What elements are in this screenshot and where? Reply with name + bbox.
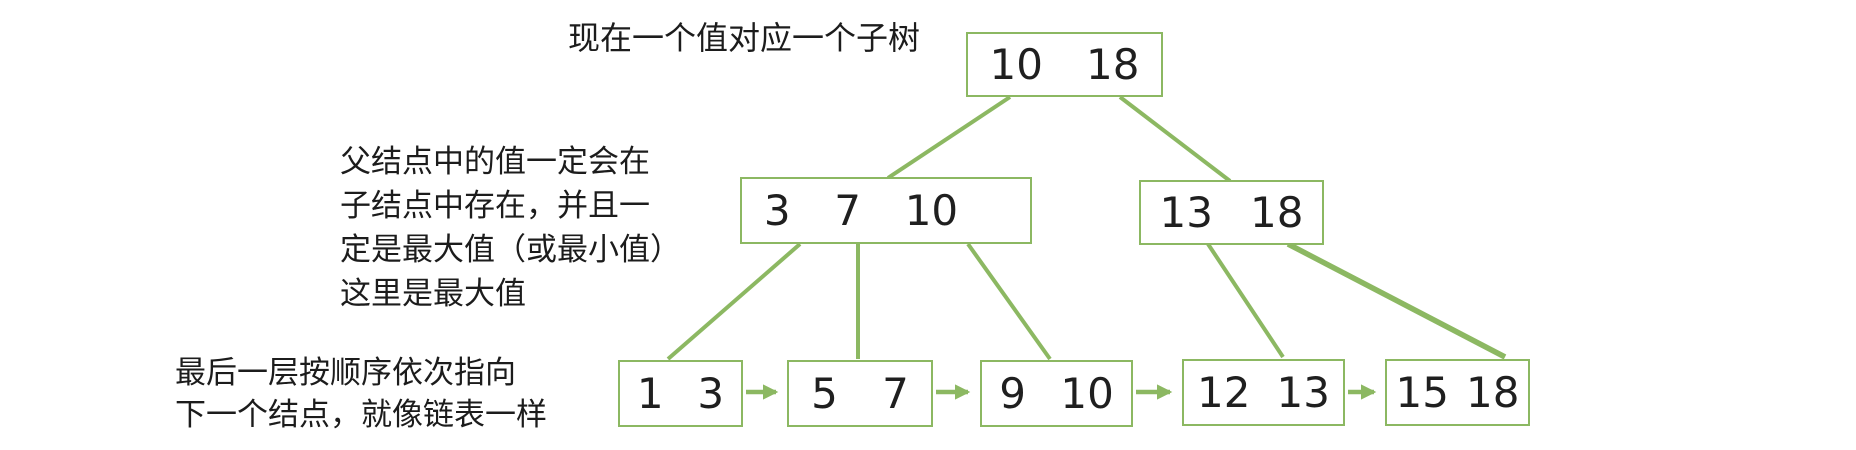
node-value: 1 [636, 368, 664, 418]
node-value: 9 [999, 368, 1026, 418]
annotation-left: 父结点中的值一定会在 子结点中存在，并且一 定是最大值（或最小值） 这里是最大值 [340, 140, 681, 316]
node-value: 10 [1060, 368, 1114, 418]
node-value: 15 [1395, 367, 1449, 417]
annotation-bottom: 最后一层按顺序依次指向 下一个结点，就像链表一样 [175, 352, 547, 436]
annotation-left-line-3: 定是最大值（或最小值） [340, 232, 681, 268]
edge-root-to-internal-right [1118, 95, 1232, 183]
edge-internal-right-to-leaf-4 [1206, 242, 1285, 359]
annotation-left-line-1: 父结点中的值一定会在 [340, 144, 650, 180]
annotation-left-line-2: 子结点中存在，并且一 [340, 188, 650, 224]
edge-internal-right-to-leaf-5 [1286, 241, 1507, 360]
node-value: 18 [1086, 39, 1140, 89]
tree-node-leaf-1: 1 3 [618, 360, 743, 427]
annotation-left-line-4: 这里是最大值 [340, 276, 526, 312]
node-value: 10 [989, 39, 1043, 89]
tree-node-leaf-3: 9 10 [980, 360, 1133, 427]
tree-node-internal-left: 3 7 10 [740, 177, 1032, 244]
node-value: 12 [1197, 367, 1251, 417]
annotation-bottom-line-1: 最后一层按顺序依次指向 [175, 355, 516, 391]
node-value: 18 [1466, 367, 1520, 417]
node-value: 18 [1250, 187, 1304, 237]
node-value: 10 [904, 185, 959, 235]
annotation-top: 现在一个值对应一个子树 [568, 19, 921, 57]
node-value: 3 [697, 368, 725, 418]
node-value: 3 [763, 185, 791, 235]
tree-node-root: 10 18 [966, 32, 1163, 97]
tree-node-leaf-5: 15 18 [1385, 359, 1530, 426]
node-value: 5 [811, 368, 838, 418]
node-value: 7 [834, 185, 861, 235]
edge-internal-left-to-leaf-3 [966, 242, 1052, 361]
edge-root-to-internal-left [886, 95, 1012, 180]
edge-internal-left-to-leaf-1 [666, 242, 802, 361]
tree-node-leaf-2: 5 7 [787, 360, 933, 427]
node-value: 13 [1159, 187, 1213, 237]
node-value: 7 [882, 368, 909, 418]
node-value: 13 [1276, 367, 1330, 417]
annotation-bottom-line-2: 下一个结点，就像链表一样 [175, 397, 547, 433]
tree-node-internal-right: 13 18 [1139, 180, 1324, 245]
tree-node-leaf-4: 12 13 [1182, 359, 1345, 426]
